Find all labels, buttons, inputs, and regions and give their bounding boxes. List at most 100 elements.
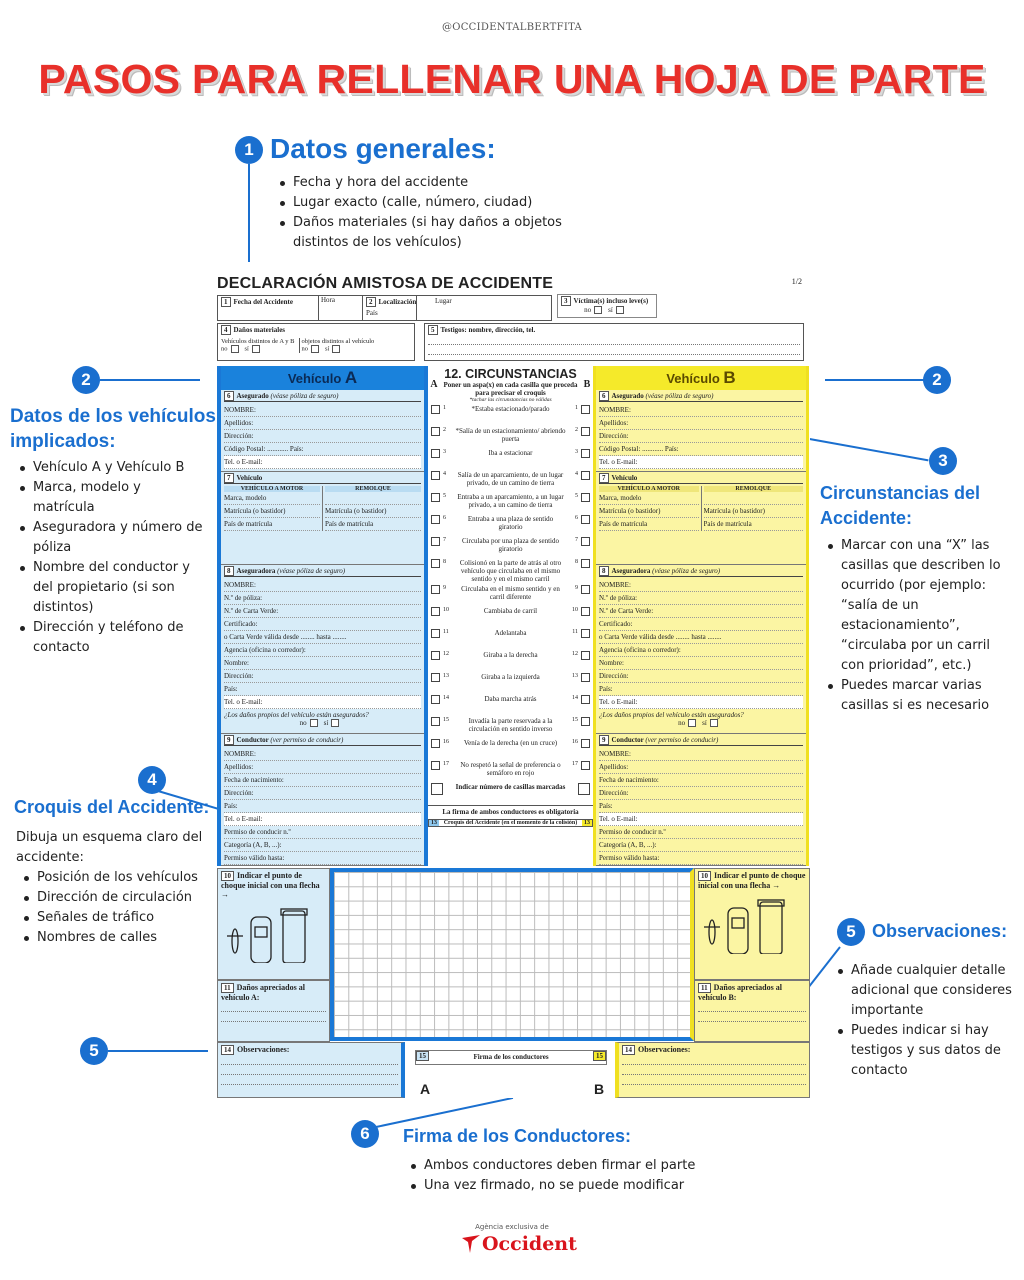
form-field[interactable]: Apellidos: [224, 417, 421, 430]
form-field[interactable]: Matrícula (o bastidor) [703, 505, 803, 518]
checkbox[interactable] [230, 345, 239, 353]
form-field[interactable]: N.º de póliza: [599, 592, 803, 605]
form-field[interactable]: Certificado: [224, 618, 421, 631]
form-field[interactable]: Agencia (oficina o corredor): [599, 644, 803, 657]
checkbox-b[interactable] [581, 651, 590, 660]
form-field[interactable]: Permiso de conducir n.º [224, 826, 421, 839]
checkbox-a[interactable] [431, 449, 440, 458]
checkbox-b[interactable] [581, 449, 590, 458]
checkbox[interactable] [332, 345, 341, 353]
checkbox-b[interactable] [581, 739, 590, 748]
checkbox-b[interactable] [581, 695, 590, 704]
checkbox[interactable] [311, 345, 319, 353]
form-field[interactable]: Apellidos: [224, 761, 421, 774]
form-field[interactable]: N.º de Carta Verde: [599, 605, 803, 618]
form-field[interactable]: NOMBRE: [224, 579, 421, 592]
form-field[interactable]: País de matrícula [703, 518, 803, 531]
checkbox-a[interactable] [431, 629, 440, 638]
checkbox-a[interactable] [431, 651, 440, 660]
checkbox-a[interactable] [431, 559, 440, 568]
form-field[interactable]: Fecha de nacimiento: [599, 774, 803, 787]
checkbox-b[interactable] [581, 471, 590, 480]
form-field[interactable]: Matrícula (o bastidor) [224, 505, 320, 518]
checkbox-a[interactable] [431, 607, 440, 616]
form-field[interactable]: País de matrícula [325, 518, 421, 531]
form-field[interactable]: País: [599, 800, 803, 813]
checkbox[interactable] [594, 306, 603, 315]
checkbox-b[interactable] [581, 585, 590, 594]
checkbox-a[interactable] [431, 427, 440, 436]
checkbox[interactable] [709, 719, 718, 728]
form-field[interactable]: NOMBRE: [599, 748, 803, 761]
checkbox-a[interactable] [431, 405, 440, 414]
checkbox-b[interactable] [581, 607, 590, 616]
checkbox-b[interactable] [581, 559, 590, 568]
checkbox-a[interactable] [431, 515, 440, 524]
checkbox-a[interactable] [431, 585, 440, 594]
checkbox-b[interactable] [581, 493, 590, 502]
checkbox[interactable] [615, 306, 624, 315]
form-field[interactable]: o Carta Verde válida desde ........ hast… [224, 631, 421, 644]
form-field[interactable]: Categoría (A, B, ...): [224, 839, 421, 852]
count-box-b[interactable] [578, 783, 590, 795]
form-field[interactable]: Código Postal: ............ País: [599, 443, 803, 456]
form-field[interactable]: Permiso válido hasta: [224, 852, 421, 865]
form-field[interactable]: Matrícula (o bastidor) [599, 505, 699, 518]
checkbox-a[interactable] [431, 717, 440, 726]
checkbox-b[interactable] [581, 761, 590, 770]
form-field[interactable]: NOMBRE: [599, 404, 803, 417]
form-field[interactable]: Código Postal: ............ País: [224, 443, 421, 456]
checkbox[interactable] [309, 719, 318, 728]
checkbox-b[interactable] [581, 717, 590, 726]
form-field[interactable]: Permiso de conducir n.º [599, 826, 803, 839]
checkbox-a[interactable] [431, 761, 440, 770]
checkbox[interactable] [251, 345, 260, 353]
form-field[interactable]: Nombre: [599, 657, 803, 670]
form-field[interactable]: Dirección: [224, 787, 421, 800]
form-field[interactable]: Agencia (oficina o corredor): [224, 644, 421, 657]
form-field[interactable]: Tel. o E-mail: [224, 813, 421, 826]
form-field[interactable]: NOMBRE: [224, 404, 421, 417]
form-field[interactable]: N.º de Carta Verde: [224, 605, 421, 618]
checkbox-a[interactable] [431, 739, 440, 748]
form-field[interactable]: Fecha de nacimiento: [224, 774, 421, 787]
form-field[interactable] [325, 492, 421, 505]
form-field[interactable]: Tel. o E-mail: [224, 696, 421, 709]
checkbox-b[interactable] [581, 405, 590, 414]
form-field[interactable]: Tel. o E-mail: [224, 456, 421, 469]
checkbox-b[interactable] [581, 673, 590, 682]
form-field[interactable]: Certificado: [599, 618, 803, 631]
accident-sketch-grid[interactable] [330, 868, 694, 1041]
checkbox-b[interactable] [581, 427, 590, 436]
form-field[interactable]: Tel. o E-mail: [599, 696, 803, 709]
form-field[interactable]: Dirección: [224, 670, 421, 683]
checkbox-b[interactable] [581, 629, 590, 638]
checkbox-a[interactable] [431, 673, 440, 682]
form-field[interactable]: NOMBRE: [599, 579, 803, 592]
form-field[interactable]: Apellidos: [599, 417, 803, 430]
form-field[interactable]: Dirección: [599, 787, 803, 800]
checkbox[interactable] [331, 719, 340, 728]
form-field[interactable]: Permiso válido hasta: [599, 852, 803, 865]
form-field[interactable]: Tel. o E-mail: [599, 456, 803, 469]
form-field[interactable]: País: [599, 683, 803, 696]
form-field[interactable]: Marca, modelo [224, 492, 320, 505]
checkbox-b[interactable] [581, 515, 590, 524]
checkbox-a[interactable] [431, 537, 440, 546]
form-field[interactable]: País: [224, 800, 421, 813]
form-field[interactable]: Dirección: [599, 430, 803, 443]
form-field[interactable]: N.º de póliza: [224, 592, 421, 605]
form-field[interactable]: Tel. o E-mail: [599, 813, 803, 826]
checkbox-a[interactable] [431, 695, 440, 704]
checkbox-b[interactable] [581, 537, 590, 546]
signature-field[interactable]: 15 Firma de los conductores 15 [415, 1050, 607, 1065]
